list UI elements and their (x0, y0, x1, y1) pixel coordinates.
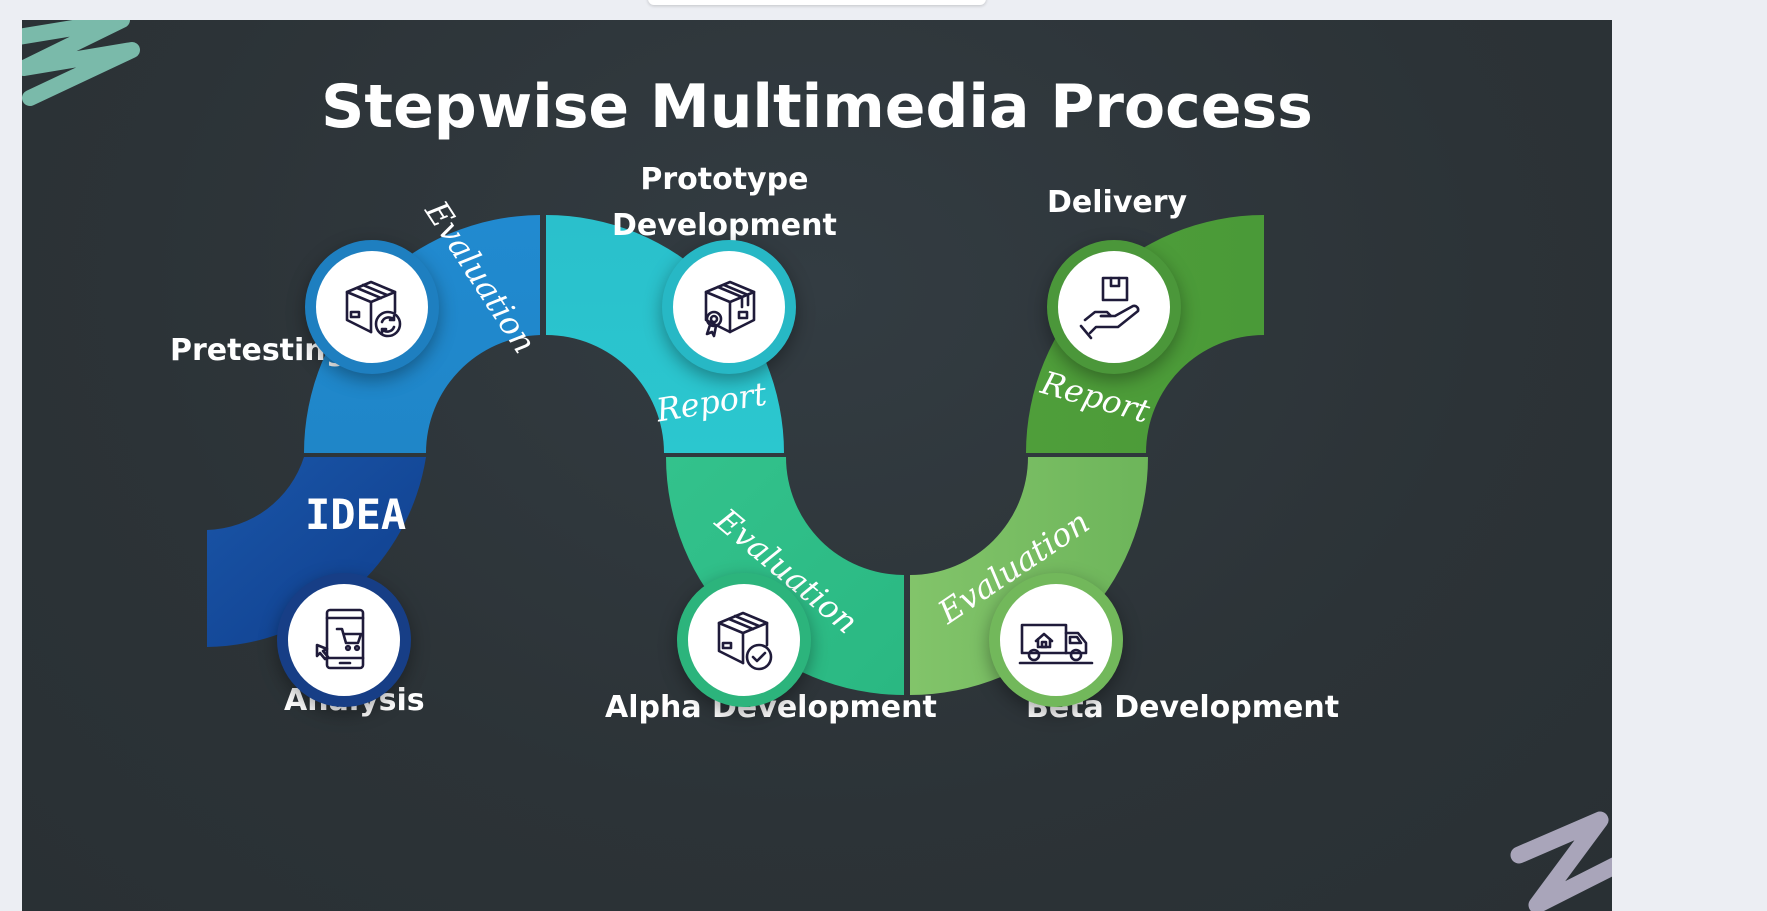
stage-icon-analysis (277, 573, 411, 707)
phone-cart-icon (315, 608, 365, 670)
box-refresh-icon (345, 280, 402, 338)
segment-beta-evaluation (910, 457, 1148, 695)
segment-prototype-report (546, 215, 784, 453)
segment-idea (207, 457, 426, 647)
band-label-idea: IDEA (305, 490, 407, 539)
hand-box-icon (1079, 276, 1140, 340)
stage-icon-beta-development (989, 573, 1123, 707)
stage-icon-pretesting (305, 240, 439, 374)
delivery-truck-icon (1018, 623, 1094, 665)
stage-icon-prototype-development (662, 240, 796, 374)
slide-canvas: Stepwise Multimedia Process Analysis Pre… (22, 20, 1612, 911)
stage-icon-delivery (1047, 240, 1181, 374)
box-check-icon (717, 611, 773, 671)
stage-label-prototype-development: Prototype Development (612, 162, 837, 243)
segment-alpha-evaluation (666, 457, 904, 695)
stage-label-delivery: Delivery (1047, 185, 1188, 220)
stage-icon-alpha-development (677, 573, 811, 707)
process-wave-graphic (22, 20, 1612, 911)
top-toolbar-tab[interactable] (648, 0, 986, 5)
box-award-icon (704, 280, 756, 338)
decorative-brush-bottom-right (1510, 811, 1612, 911)
slide-title: Stepwise Multimedia Process (321, 72, 1313, 142)
decorative-brush-top-left (22, 20, 140, 106)
